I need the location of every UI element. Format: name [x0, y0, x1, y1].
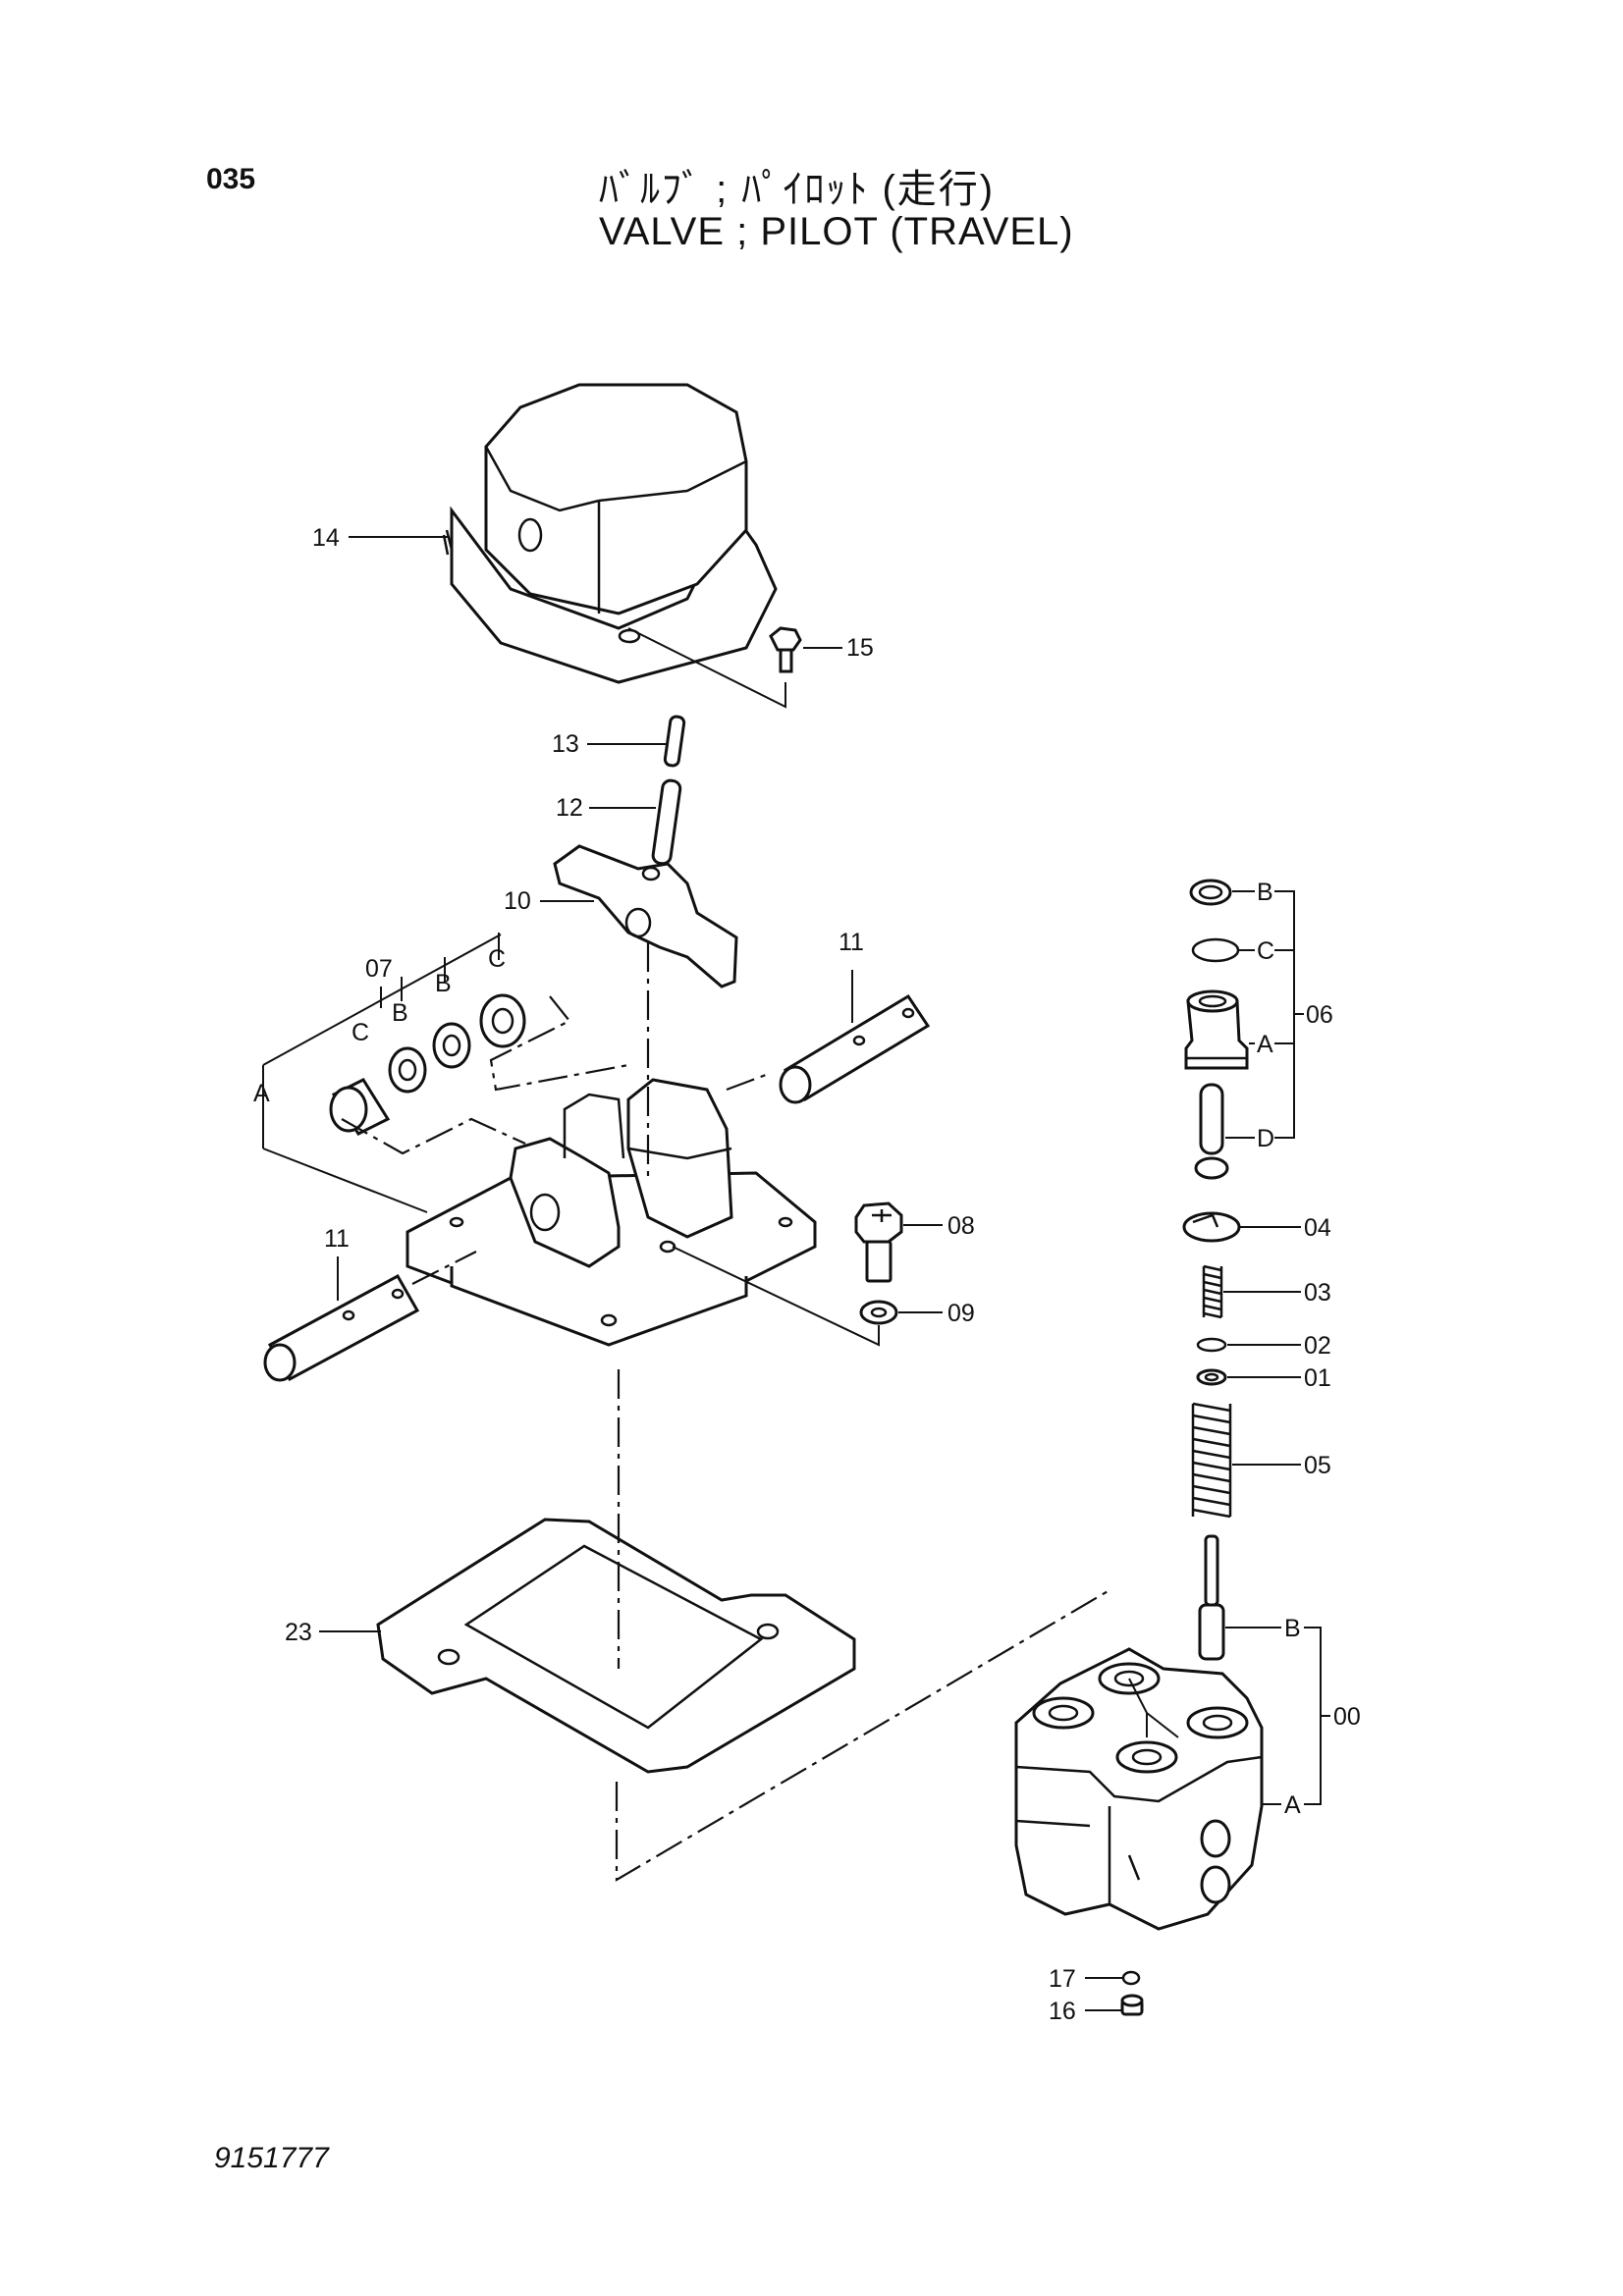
callout-09: 09: [947, 1300, 975, 1327]
callout-06-D: D: [1257, 1125, 1274, 1152]
callout-05: 05: [1304, 1452, 1331, 1479]
part-06-D-pusher: [1194, 1083, 1229, 1180]
callout-11-lower: 11: [324, 1225, 350, 1253]
part-17-oring: [1121, 1970, 1141, 1986]
part-07-bushings: [329, 993, 526, 1136]
part-06-B-retainer: [1189, 879, 1232, 906]
callout-06-C: C: [1257, 937, 1274, 965]
part-15-bolt: [769, 626, 802, 673]
part-13-pin: [663, 715, 686, 768]
callout-02: 02: [1304, 1332, 1331, 1360]
part-10-cam: [553, 844, 738, 988]
callout-07-C1: C: [352, 1019, 369, 1046]
callout-01: 01: [1304, 1364, 1331, 1392]
callout-12: 12: [556, 794, 583, 822]
callout-07-B2: B: [435, 970, 452, 997]
part-16-plug: [1120, 1994, 1144, 2016]
part-09-washer: [859, 1300, 898, 1325]
callout-17: 17: [1049, 1965, 1076, 1993]
callout-07: 07: [365, 955, 393, 983]
part-05-spring: [1191, 1402, 1232, 1519]
part-06-C-oring: [1191, 937, 1240, 963]
part-11-shaft-upper: [779, 993, 931, 1104]
callout-06: 06: [1306, 1001, 1333, 1029]
callout-04: 04: [1304, 1214, 1331, 1242]
callout-11-upper: 11: [839, 929, 864, 956]
callout-14: 14: [312, 524, 340, 552]
callout-23: 23: [285, 1619, 312, 1646]
part-06-A-plug: [1184, 989, 1249, 1070]
callout-06-B: B: [1257, 879, 1273, 906]
title-english: VALVE ; PILOT (TRAVEL): [599, 210, 1074, 253]
page-number: 035: [206, 163, 256, 195]
part-01-shim: [1196, 1368, 1227, 1386]
callout-06-A: A: [1257, 1031, 1273, 1058]
callout-08: 08: [947, 1212, 975, 1240]
part-04-spring-seat: [1182, 1211, 1241, 1243]
callout-03: 03: [1304, 1279, 1331, 1307]
callout-07-B1: B: [392, 999, 408, 1027]
part-00-A-valve-body: [1014, 1647, 1264, 1931]
callout-00-B: B: [1284, 1615, 1301, 1642]
part-casing: [406, 1078, 817, 1347]
callout-07-A: A: [253, 1080, 270, 1107]
callout-07-C2: C: [488, 945, 506, 973]
callout-16: 16: [1049, 1998, 1076, 2025]
callout-15: 15: [846, 634, 874, 662]
part-23-gasket: [376, 1518, 856, 1774]
document-number: 9151777: [214, 2142, 329, 2174]
callout-10: 10: [504, 887, 531, 915]
part-03-spring: [1202, 1264, 1223, 1319]
part-11-shaft-lower: [263, 1273, 420, 1382]
callout-00-A: A: [1284, 1791, 1301, 1819]
callout-13: 13: [552, 730, 579, 758]
part-02-washer: [1196, 1337, 1227, 1353]
callout-00: 00: [1333, 1703, 1361, 1731]
title-japanese: ﾊﾞﾙﾌﾞ ; ﾊﾟｲﾛｯﾄ (走行): [599, 168, 996, 211]
part-14-cover: [442, 383, 778, 684]
part-12-pin: [651, 778, 682, 866]
part-08-bolt: [854, 1201, 903, 1283]
part-00-B-spool: [1198, 1534, 1225, 1661]
